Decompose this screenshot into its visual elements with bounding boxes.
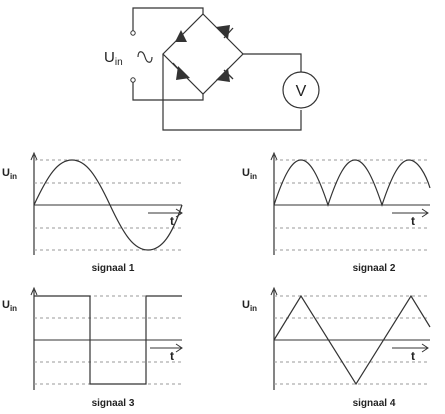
signal-4-waveform [273, 294, 431, 386]
bridge-circuit: V Uin [104, 7, 320, 131]
t-arrow-icon [392, 208, 429, 218]
t-arrow-icon [150, 343, 183, 353]
t-arrow-icon [148, 208, 183, 218]
y-label-sub: in [250, 304, 257, 313]
x-axis-label: t [170, 214, 174, 228]
voltmeter-label: V [296, 83, 307, 100]
y-axis-label: Uin [2, 299, 17, 313]
diode-top-left-icon [175, 30, 187, 42]
diode-bottom-right-icon [216, 68, 234, 82]
caption-signaal-4: signaal 4 [353, 398, 396, 409]
y-axis-arrow-icon [30, 286, 38, 296]
panel-signaal-2: t Uin signaal 2 [242, 151, 431, 274]
source-label-main: U [104, 49, 115, 66]
panel-signaal-3: t Uin signaal 3 [2, 286, 183, 409]
signal-3-waveform [34, 295, 182, 385]
y-label-main: U [242, 167, 250, 179]
t-arrow-icon [392, 343, 429, 353]
wire-output-right [243, 53, 302, 72]
ac-source [130, 30, 153, 83]
panel-signaal-4: t Uin signaal 4 [242, 286, 431, 409]
y-label-main: U [2, 299, 10, 311]
caption-signaal-2: signaal 2 [353, 263, 396, 274]
y-axis-arrow-icon [270, 151, 278, 161]
wire-output-left [162, 54, 302, 131]
panel-signaal-1: t Uin signaal 1 [2, 151, 183, 274]
x-axis-label: t [411, 214, 415, 228]
y-label-sub: in [10, 172, 17, 181]
y-axis-label: Uin [242, 167, 257, 181]
x-axis-label: t [411, 349, 415, 363]
y-label-main: U [2, 167, 10, 179]
x-axis-label: t [170, 349, 174, 363]
y-axis-label: Uin [2, 167, 17, 181]
diode-bottom-left-icon [172, 62, 190, 80]
bridge-diamond [162, 13, 244, 95]
caption-signaal-3: signaal 3 [92, 398, 135, 409]
caption-signaal-1: signaal 1 [92, 263, 135, 274]
source-terminal-top [130, 30, 136, 36]
y-axis-arrow-icon [270, 286, 278, 296]
source-label-sub: in [115, 57, 123, 68]
signal-2-waveform [273, 159, 431, 207]
wire-source-top [132, 7, 204, 31]
y-label-sub: in [10, 304, 17, 313]
source-terminal-bottom [130, 77, 136, 83]
y-axis-label: Uin [242, 299, 257, 313]
ac-symbol-icon [137, 51, 153, 63]
voltmeter [282, 71, 320, 109]
diode-top-right-icon [216, 25, 234, 39]
source-label: Uin [104, 49, 123, 68]
signal-1-waveform [33, 159, 183, 251]
y-label-main: U [242, 299, 250, 311]
y-axis-arrow-icon [30, 151, 38, 161]
y-label-sub: in [250, 172, 257, 181]
wire-source-bottom [132, 82, 204, 101]
